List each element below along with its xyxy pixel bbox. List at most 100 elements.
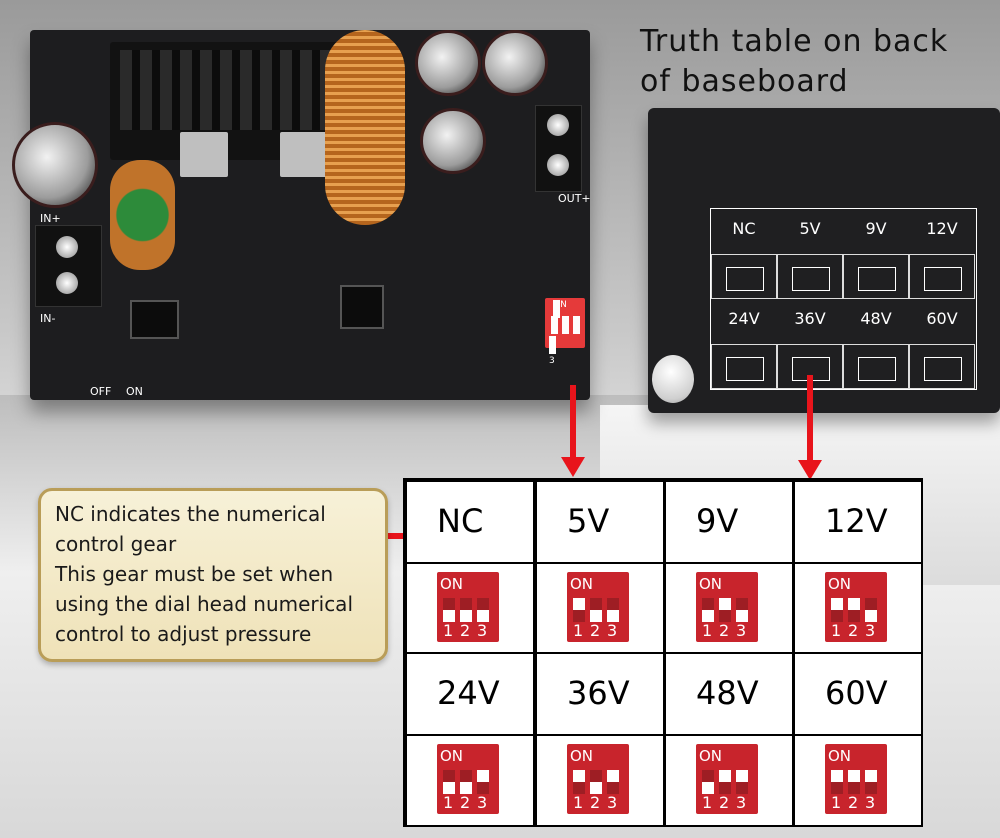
voltage-label: 36V xyxy=(567,674,630,712)
capacitor xyxy=(415,30,481,96)
toroid-inductor xyxy=(325,30,405,225)
dip-switch-on xyxy=(573,598,585,610)
capacitor xyxy=(482,30,548,96)
truth-table-label-cell: 5V xyxy=(535,480,665,564)
dip-number: 3 xyxy=(736,793,747,812)
dip-number: 2 xyxy=(719,621,730,640)
backboard-table-cell xyxy=(843,254,909,299)
dip-number: 1 xyxy=(443,793,454,812)
title-line-1: Truth table on back xyxy=(640,24,949,59)
capacitor xyxy=(420,108,486,174)
dip-on-label: ON xyxy=(440,747,464,765)
heatsink-fins xyxy=(120,50,340,130)
controller-chip xyxy=(340,285,384,329)
dip-number: 2 xyxy=(590,621,601,640)
on-label: ON xyxy=(126,385,143,398)
screw-icon xyxy=(56,236,78,258)
regulator-chip xyxy=(130,300,179,339)
arrow-down-right xyxy=(807,375,813,463)
backboard-voltage-label: 12V xyxy=(926,219,958,238)
dip-switch-on xyxy=(719,770,731,782)
backboard-table-cell xyxy=(843,344,909,389)
dip-on-label: ON xyxy=(570,575,594,593)
dip-slider xyxy=(573,316,580,334)
dip-number: 3 xyxy=(736,621,747,640)
off-label: OFF xyxy=(90,385,112,398)
backboard-switch-icon xyxy=(858,267,896,291)
dip-switch-off xyxy=(443,610,455,622)
dip-switch-on xyxy=(848,598,860,610)
dip-slider xyxy=(562,316,569,334)
dip-switch-off xyxy=(460,610,472,622)
arrow-down-left xyxy=(570,385,576,460)
white-knob xyxy=(652,355,694,403)
voltage-label: 48V xyxy=(696,674,759,712)
dip-number: 2 xyxy=(848,793,859,812)
dip-number: 2 xyxy=(719,793,730,812)
voltage-label: 5V xyxy=(567,502,610,540)
dip-number: 3 xyxy=(477,793,488,812)
out-plus-label: OUT+ xyxy=(558,192,591,205)
dip-switch-off xyxy=(590,782,602,794)
dip-on-label: ON xyxy=(570,747,594,765)
mosfet xyxy=(280,132,328,177)
mosfet xyxy=(180,132,228,177)
dip-number: 1 xyxy=(702,793,713,812)
screw-icon xyxy=(547,114,569,136)
dip-switch-on xyxy=(831,770,843,782)
dip-on-label: ON xyxy=(699,747,723,765)
dip-switch-on xyxy=(848,770,860,782)
dip-number: 3 xyxy=(865,621,876,640)
dip-switch-on xyxy=(477,770,489,782)
title-line-2: of baseboard xyxy=(640,64,849,99)
backboard-switch-icon xyxy=(858,357,896,381)
dip-on-label: ON xyxy=(828,575,852,593)
truth-table-label-cell: NC xyxy=(405,480,535,564)
dip-number: 3 xyxy=(607,793,618,812)
truth-table-label-cell: 36V xyxy=(535,652,665,736)
dip-switch-off xyxy=(736,610,748,622)
backboard-switch-icon xyxy=(792,267,830,291)
callout-line: control to adjust pressure xyxy=(55,622,312,646)
backboard-table-cell xyxy=(711,254,777,299)
dip-switch-off xyxy=(702,782,714,794)
dip-switch-off xyxy=(443,782,455,794)
dip-switch-off xyxy=(460,782,472,794)
dip-number: 3 xyxy=(607,621,618,640)
heatsink xyxy=(110,42,355,177)
backboard-voltage-label: 24V xyxy=(728,309,760,328)
image-title: Truth table on back of baseboard xyxy=(640,22,948,102)
back-pcb-board xyxy=(648,108,1000,413)
dip-number: 3 xyxy=(477,621,488,640)
dip-on-label: ON xyxy=(553,300,567,318)
truth-table-label-cell: 48V xyxy=(664,652,794,736)
backboard-table-cell xyxy=(909,344,975,389)
callout-line: This gear must be set when xyxy=(55,562,334,586)
backboard-voltage-label: 5V xyxy=(799,219,821,238)
voltage-label: 24V xyxy=(437,674,500,712)
nc-callout-box: NC indicates the numerical control gear … xyxy=(38,488,388,662)
dip-switch-on xyxy=(831,598,843,610)
truth-table-label-cell: 12V xyxy=(793,480,923,564)
board-dip-switch: ON 1 2 3 xyxy=(545,298,585,366)
arrow-head-icon xyxy=(561,457,585,477)
backboard-voltage-label: 36V xyxy=(794,309,826,328)
dip-slider xyxy=(551,316,558,334)
dip-switch-off xyxy=(590,610,602,622)
dip-switch-on xyxy=(736,770,748,782)
in-plus-label: IN+ xyxy=(40,212,61,225)
dip-number: 2 xyxy=(590,793,601,812)
backboard-voltage-label: NC xyxy=(732,219,756,238)
dip-switch-off xyxy=(477,610,489,622)
